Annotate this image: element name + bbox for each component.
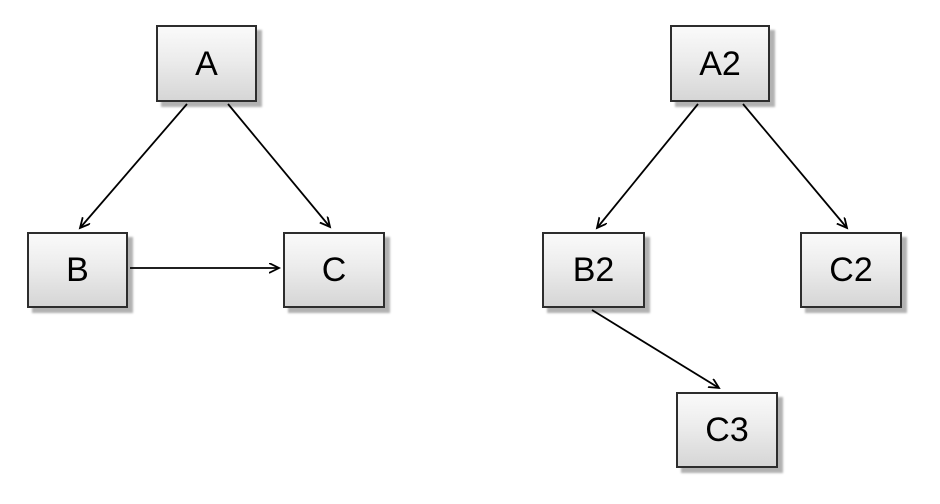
node-B2: B2 [542, 232, 645, 308]
node-label: B [66, 251, 89, 289]
edge-B2-C3 [591, 309, 719, 388]
node-B: B [27, 232, 128, 308]
node-A2: A2 [670, 25, 770, 102]
edge-A2-C2 [742, 103, 847, 228]
node-label: A [195, 44, 218, 83]
node-C: C [283, 232, 385, 308]
edge-A2-B2 [597, 103, 699, 228]
node-label: A2 [699, 44, 741, 83]
node-label: C2 [829, 251, 873, 289]
node-A: A [156, 25, 257, 102]
edge-A-B [80, 103, 188, 228]
node-label: B2 [572, 251, 615, 289]
node-C3: C3 [676, 392, 778, 468]
node-label: C [321, 251, 347, 289]
node-label: C3 [705, 411, 749, 449]
node-C2: C2 [800, 232, 902, 308]
edge-A-C [227, 103, 330, 227]
